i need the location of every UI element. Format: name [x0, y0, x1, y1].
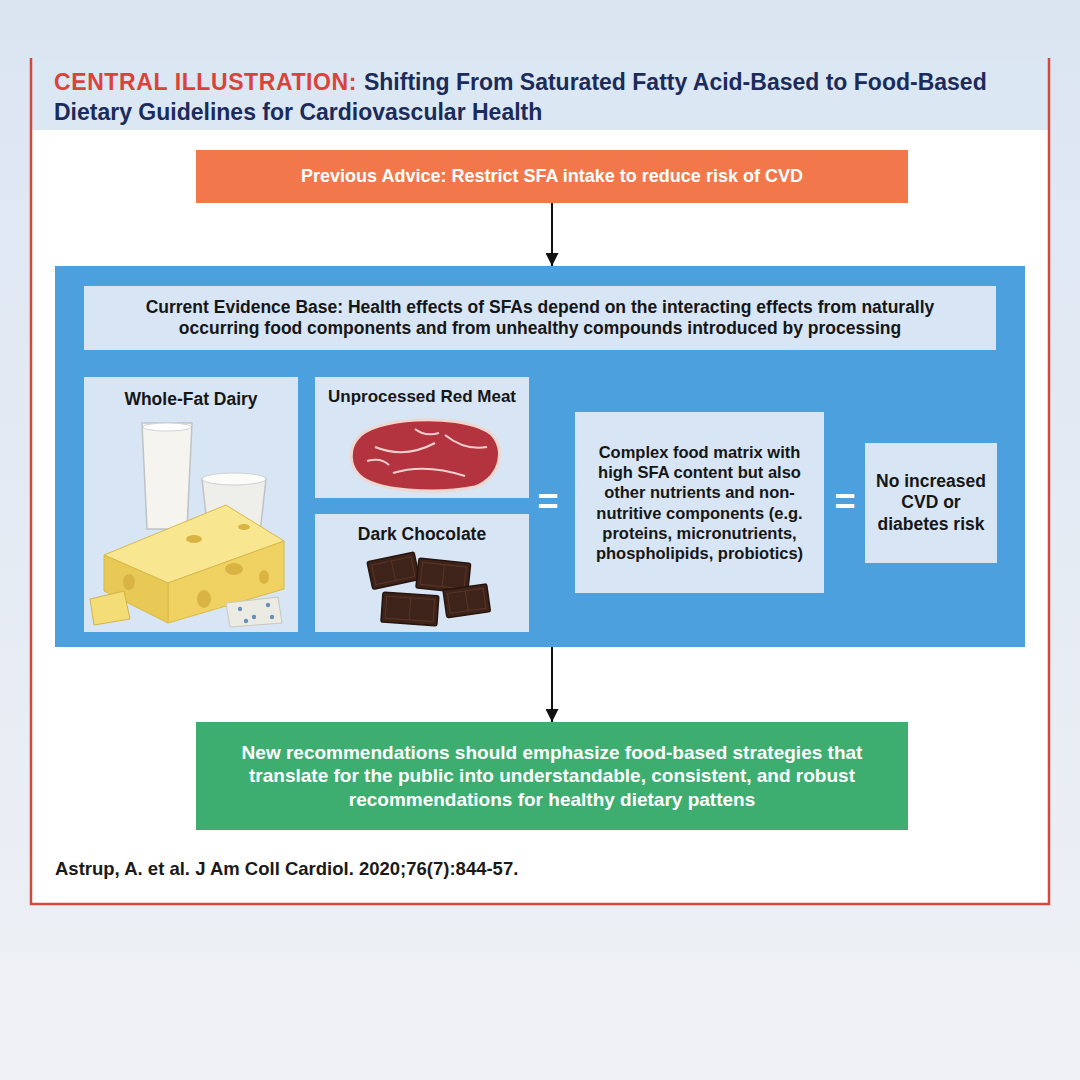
chocolate-piece [367, 552, 420, 589]
blue-vein [266, 603, 270, 607]
milk-glass [142, 423, 192, 529]
figure-label: CENTRAL ILLUSTRATION: [54, 69, 357, 95]
milk-surface [143, 423, 191, 431]
outcome-box: No increased CVD or diabetes risk [865, 443, 997, 563]
yogurt-surface [202, 473, 266, 485]
box-text: Unprocessed Red Meat [328, 387, 516, 408]
box-text: Previous Advice: Restrict SFA intake to … [301, 166, 803, 188]
figure-panel [31, 58, 1049, 904]
food-box: Dark Chocolate [315, 514, 529, 632]
blue-vein [252, 615, 256, 619]
marbling [367, 460, 389, 465]
box-text: Dark Chocolate [358, 524, 486, 545]
cheese-cube [90, 591, 130, 625]
cheese-hole [238, 524, 250, 530]
title-row: CENTRAL ILLUSTRATION:Shifting From Satur… [54, 68, 1034, 128]
process-box: Complex food matrix with high SFA conten… [575, 412, 824, 593]
cheese-hole [259, 570, 269, 584]
flow-arrow [551, 647, 553, 722]
caption: Astrup, A. et al. J Am Coll Cardiol. 202… [55, 858, 518, 881]
recommendation-box: New recommendations should emphasize foo… [196, 722, 908, 830]
food-box: Whole-Fat Dairy [84, 377, 298, 632]
figure-border [31, 58, 1049, 904]
box-text: Complex food matrix with high SFA conten… [581, 442, 818, 563]
marbling [415, 429, 439, 434]
cheese-hole [197, 590, 211, 608]
food-box: Unprocessed Red Meat [315, 377, 529, 498]
flow-arrow [551, 203, 553, 266]
chocolate-piece [381, 592, 439, 626]
equals-sign: = [528, 480, 568, 523]
cheese-hole [225, 563, 243, 575]
box-text: Whole-Fat Dairy [124, 389, 257, 410]
marbling [445, 435, 487, 448]
chocolate-piece [443, 584, 490, 618]
panel-heading: Current Evidence Base: Health effects of… [84, 286, 996, 350]
dairy-illustration [84, 377, 298, 632]
box-text: New recommendations should emphasize foo… [214, 741, 890, 811]
box-text: No increased CVD or diabetes risk [869, 471, 993, 535]
equals-sign: = [825, 480, 865, 523]
cheese-hole [186, 535, 202, 543]
title-band [31, 58, 1049, 130]
blue-vein [270, 615, 274, 619]
blue-cheese [226, 597, 282, 627]
evidence-panel: Current Evidence Base: Health effects of… [55, 266, 1025, 647]
marbling [393, 469, 465, 476]
process-box: Previous Advice: Restrict SFA intake to … [196, 150, 908, 203]
cheese-hole [123, 574, 135, 590]
blue-vein [238, 607, 242, 611]
marbling [375, 443, 435, 452]
steak [351, 420, 499, 491]
blue-vein [244, 619, 248, 623]
